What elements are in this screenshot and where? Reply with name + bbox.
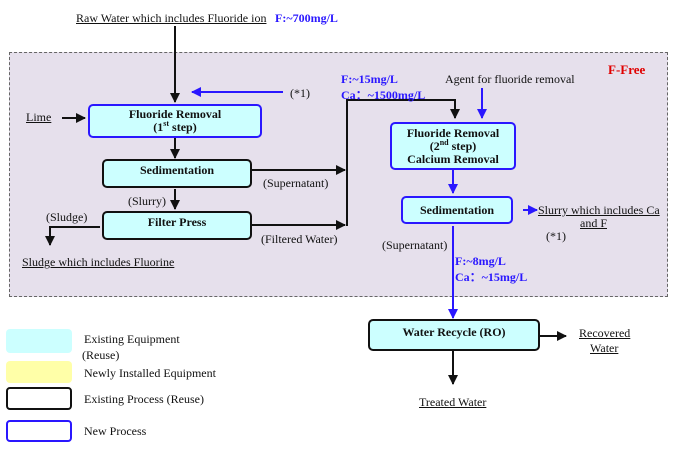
mid-conc-ca: Ca：~1500mg/L [341,88,426,102]
mid-flow-line [346,99,460,226]
sedimentation-2[interactable]: Sedimentation [401,196,513,224]
supernatant1-label: (Supernatant) [263,176,329,190]
fluoride1-title: Fluoride Removal [128,107,222,121]
mid-conc-f: F:~15mg/L [341,72,398,86]
lime-label: Lime [26,110,52,124]
filter-press[interactable]: Filter Press [102,211,252,240]
legend-label-new-process: New Process [84,424,147,438]
legend-swatch-new-process [6,420,72,442]
filter-press-label: Filter Press [147,215,207,229]
agent-label: Agent for fluoride removal [445,72,575,86]
ro-label: Water Recycle (RO) [402,325,506,339]
slurry-out-line1: Slurry which includes Ca [538,203,660,217]
sedimentation2-label: Sedimentation [419,202,494,217]
sludge-label: (Sludge) [46,210,88,224]
final-conc-ca: Ca：~15mg/L [455,270,528,284]
fluoride1-step: (1st step) [153,119,197,134]
slurry-label: (Slurry) [128,194,166,208]
fluoride2-step: (2nd step) [429,137,477,153]
fluoride2-title: Fluoride Removal [406,125,500,140]
slurry-ref: (*1) [546,229,566,243]
recovered-line1: Recovered [579,326,631,340]
raw-water-conc: F:~700mg/L [275,11,338,25]
legend-label-existing-equipment-2: (Reuse) [82,348,120,362]
fluoride2-sub: Calcium Removal [407,151,499,166]
sludge-arrow [45,226,100,246]
raw-water-label: Raw Water which includes Fluoride ion [76,11,267,25]
slurry-out-line2: and F [580,216,607,230]
sedimentation1-label: Sedimentation [139,163,214,177]
sedimentation-1[interactable]: Sedimentation [102,159,252,188]
filtered-water-label: (Filtered Water) [261,232,338,246]
legend-label-existing-equipment: Existing Equipment [84,332,180,346]
fluoride-removal-step2[interactable]: Fluoride Removal (2nd step) Calcium Remo… [390,122,516,170]
water-recycle-ro[interactable]: Water Recycle (RO) [368,319,540,351]
final-conc-f: F:~8mg/L [455,254,506,268]
legend-label-existing-process: Existing Process (Reuse) [84,392,204,406]
treated-water-output: Treated Water [419,395,487,409]
legend-swatch-existing-equipment [6,329,72,353]
sludge-output: Sludge which includes Fluorine [22,255,175,269]
legend-swatch-new-equipment [6,361,72,383]
recycle-ref: (*1) [290,86,310,100]
supernatant2-label: (Supernatant) [382,238,448,252]
recovered-line2: Water [590,341,619,355]
legend-swatch-existing-process [6,387,72,410]
legend-label-new-equipment: Newly Installed Equipment [84,366,216,380]
fluoride-removal-step1[interactable]: Fluoride Removal (1st step) [88,104,262,138]
zone-label: F-Free [608,62,646,77]
